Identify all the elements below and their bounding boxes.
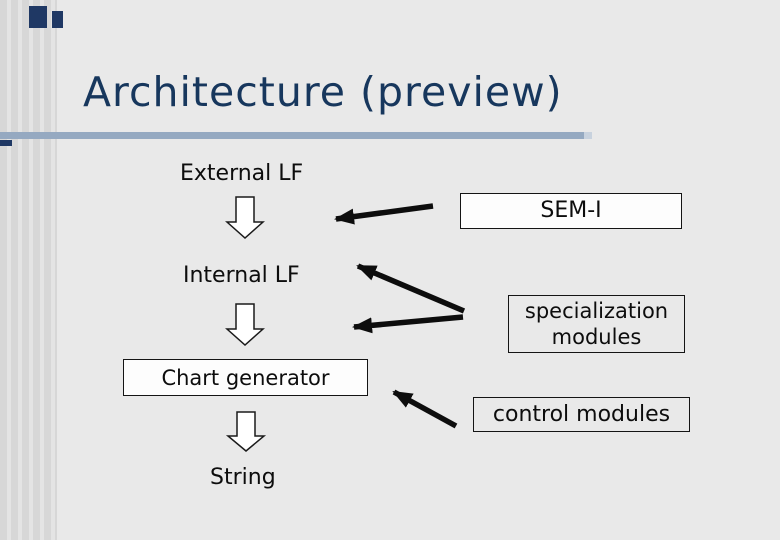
accent-square-small [52,11,63,28]
specialization-modules-label: specialization modules [524,299,669,349]
arrow-sem-i-to-pipeline [334,203,434,225]
node-chart-generator: Chart generator [123,359,368,396]
title-underline [0,132,592,139]
arrow-specialization-to-pipeline [352,314,464,334]
down-arrow-external-to-internal [225,196,265,240]
slide-title: Architecture (preview) [83,68,563,116]
node-control-modules: control modules [473,397,690,432]
accent-square-large [29,6,47,28]
node-specialization-modules: specialization modules [508,295,685,353]
sem-i-label: SEM-I [540,198,602,223]
down-arrow-chart-to-string [225,411,267,452]
arrow-control-to-chart-generator [392,389,458,429]
chart-generator-label: Chart generator [161,365,330,390]
left-stripe-pattern [0,0,57,540]
down-arrow-internal-to-chart [225,303,265,347]
title-underline-stub [0,140,12,146]
node-string: String [210,465,276,490]
node-internal-lf: Internal LF [183,263,300,288]
node-external-lf: External LF [180,161,304,186]
node-sem-i: SEM-I [460,193,682,229]
control-modules-label: control modules [492,401,671,427]
arrow-specialization-to-internal-lf [356,263,466,314]
